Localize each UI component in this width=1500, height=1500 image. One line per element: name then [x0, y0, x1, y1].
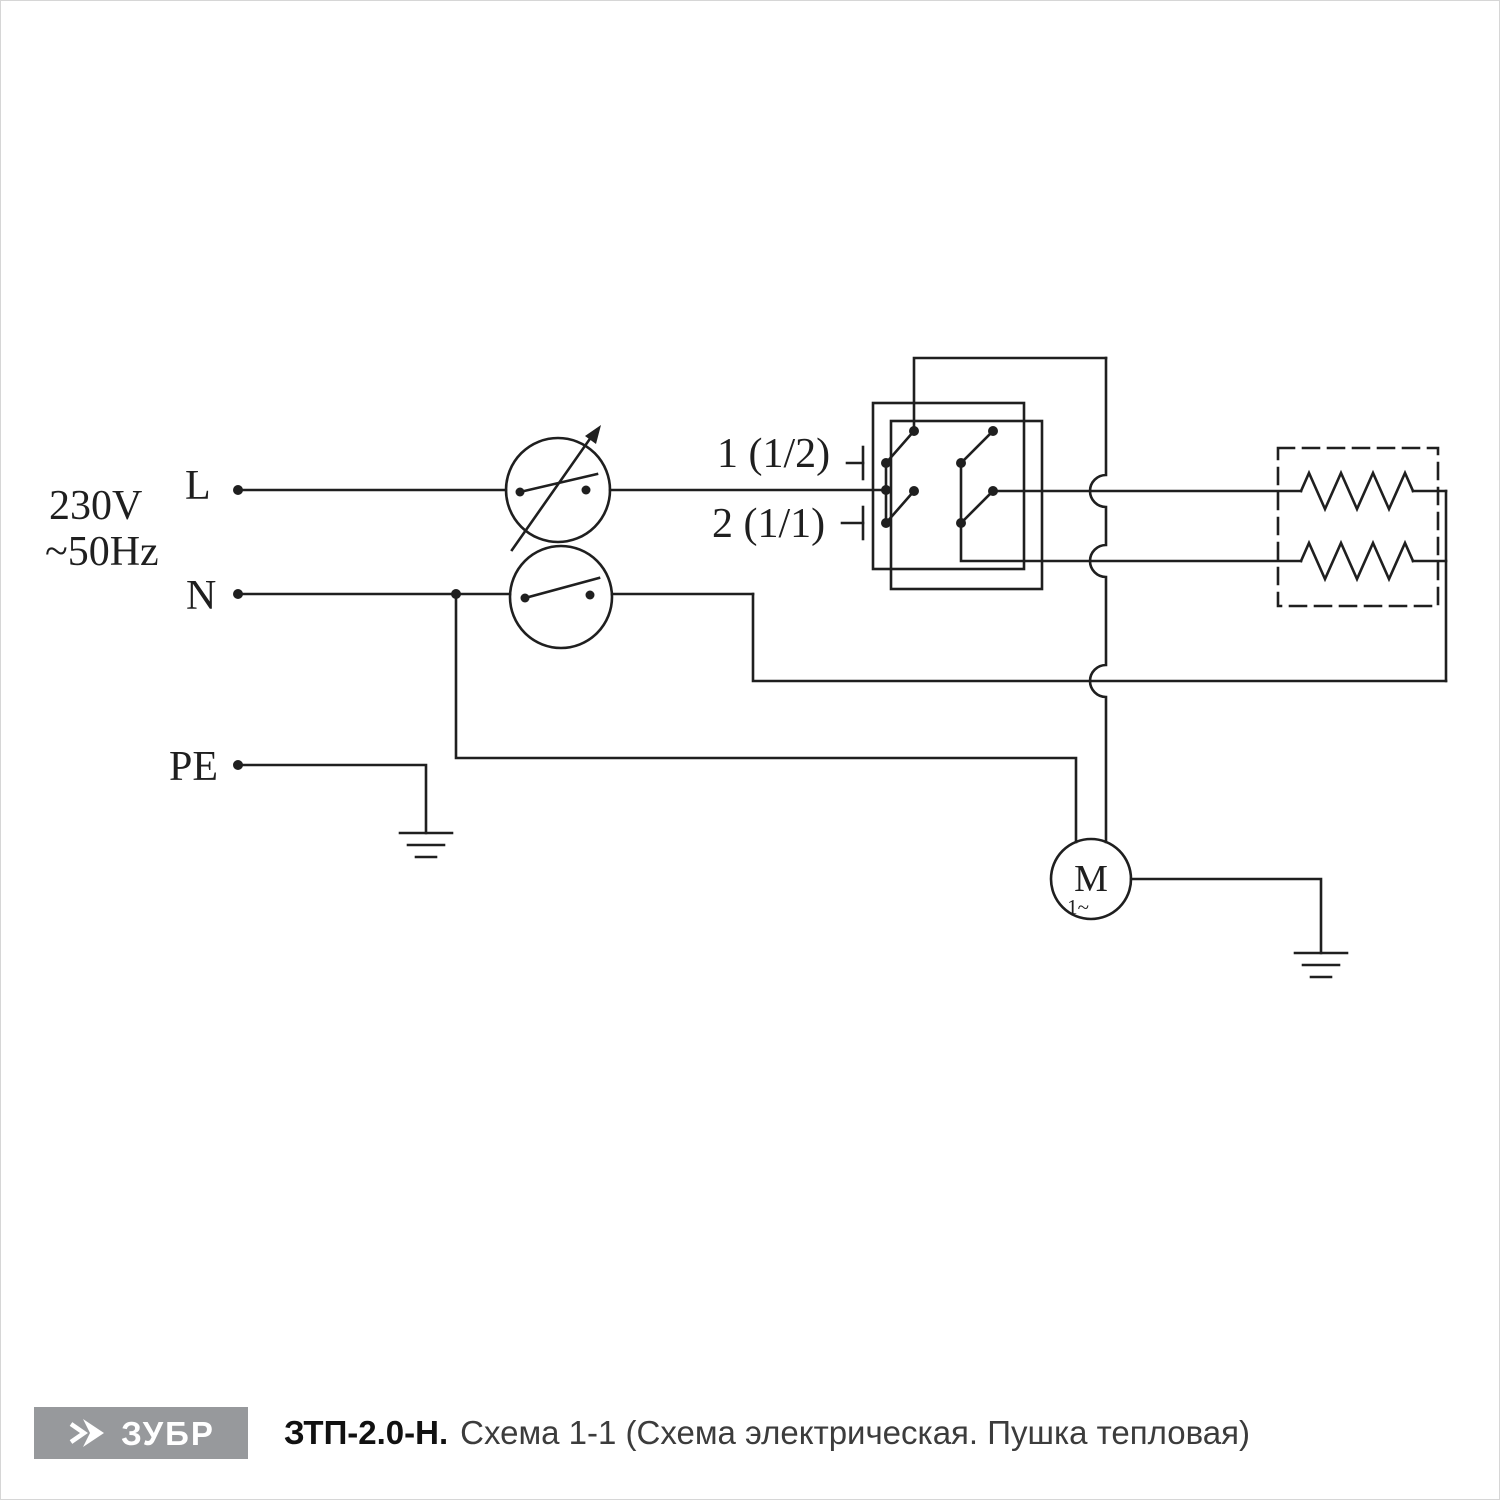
terminal-label-PE: PE	[169, 744, 218, 790]
resistor-element-1	[1299, 469, 1415, 513]
terminal-dot-N	[233, 589, 243, 599]
thermostat-pin-right	[581, 485, 591, 495]
contact-dot-4	[956, 518, 966, 528]
contact-dot-3	[956, 458, 966, 468]
contact-dot-1	[881, 458, 891, 468]
model-number: ЗТП-2.0-Н.	[284, 1414, 449, 1451]
junction-dot-neutral-tap	[451, 589, 461, 599]
contact-dot-7	[988, 426, 998, 436]
motor-labels: M 1~	[1067, 858, 1108, 919]
thermostat-arrow-line	[510, 431, 596, 552]
terminal-label-N: N	[186, 573, 216, 619]
terminal-dot-L	[233, 485, 243, 495]
motor-phase-label: 1~	[1067, 895, 1089, 919]
thermal-cutout-contact	[523, 576, 601, 600]
labels: 230V ~50Hz L N PE 1 (1/2) 2 (1/1)	[45, 431, 830, 790]
terminal-dot-PE	[233, 760, 243, 770]
wire-heater-feed-2	[959, 521, 1303, 563]
switch-blade-4	[959, 489, 995, 525]
zubr-logo: ЗУБР	[34, 1407, 248, 1459]
thermal-cutout-body	[508, 544, 614, 650]
drawing-caption: ЗТП-2.0-Н. Схема 1-1 (Схема электрическая…	[284, 1414, 1250, 1452]
footer: ЗУБР ЗТП-2.0-Н. Схема 1-1 (Схема электрич…	[34, 1407, 1466, 1459]
wire-neutral-return-rail	[751, 592, 1448, 683]
thermostat-arrow-head	[585, 425, 601, 444]
schema-title: Схема 1-1 (Схема электрическая. Пушка те…	[460, 1414, 1250, 1451]
wire-earth-feed	[236, 763, 428, 835]
wire-switch-top-rail	[912, 356, 1108, 433]
terminal-label-L: L	[185, 463, 211, 509]
circuit-schematic: 230V ~50Hz L N PE 1 (1/2) 2 (1/1) M 1~	[45, 356, 1448, 979]
wire-neutral-to-motor	[454, 592, 1078, 844]
motor-body	[1049, 837, 1133, 921]
cutout-pin-left	[520, 593, 530, 603]
resistor-element-2	[1299, 539, 1415, 583]
wires	[236, 356, 1448, 979]
earth-symbol-left	[398, 831, 454, 859]
junction-dots	[233, 426, 998, 770]
frequency-label: ~50Hz	[45, 529, 159, 575]
heater-enclosure	[1276, 446, 1440, 608]
wire-motor-to-earth	[1129, 877, 1323, 955]
switch-position2-label: 2 (1/1)	[712, 501, 825, 547]
zubr-arrow-icon	[69, 1419, 105, 1447]
wire-motor-feed-with-hops	[1088, 356, 1108, 844]
voltage-label: 230V	[49, 483, 142, 529]
junction-dot-switch-common	[881, 485, 891, 495]
thermostat-pin-left	[515, 487, 525, 497]
contact-dot-6	[909, 486, 919, 496]
contact-dot-8	[988, 486, 998, 496]
switch-position1-label: 1 (1/2)	[717, 431, 830, 477]
switch-blade-3	[959, 429, 995, 465]
thermostat-body	[504, 436, 612, 544]
motor-symbol-label: M	[1074, 858, 1108, 900]
contact-dot-2	[881, 518, 891, 528]
switch-housing-outer	[871, 401, 1026, 571]
contact-dot-5	[909, 426, 919, 436]
switch-housing-inner	[889, 419, 1044, 591]
cutout-pin-right	[585, 590, 595, 600]
brand-name: ЗУБР	[121, 1414, 215, 1452]
earth-symbol-right	[1293, 951, 1349, 979]
